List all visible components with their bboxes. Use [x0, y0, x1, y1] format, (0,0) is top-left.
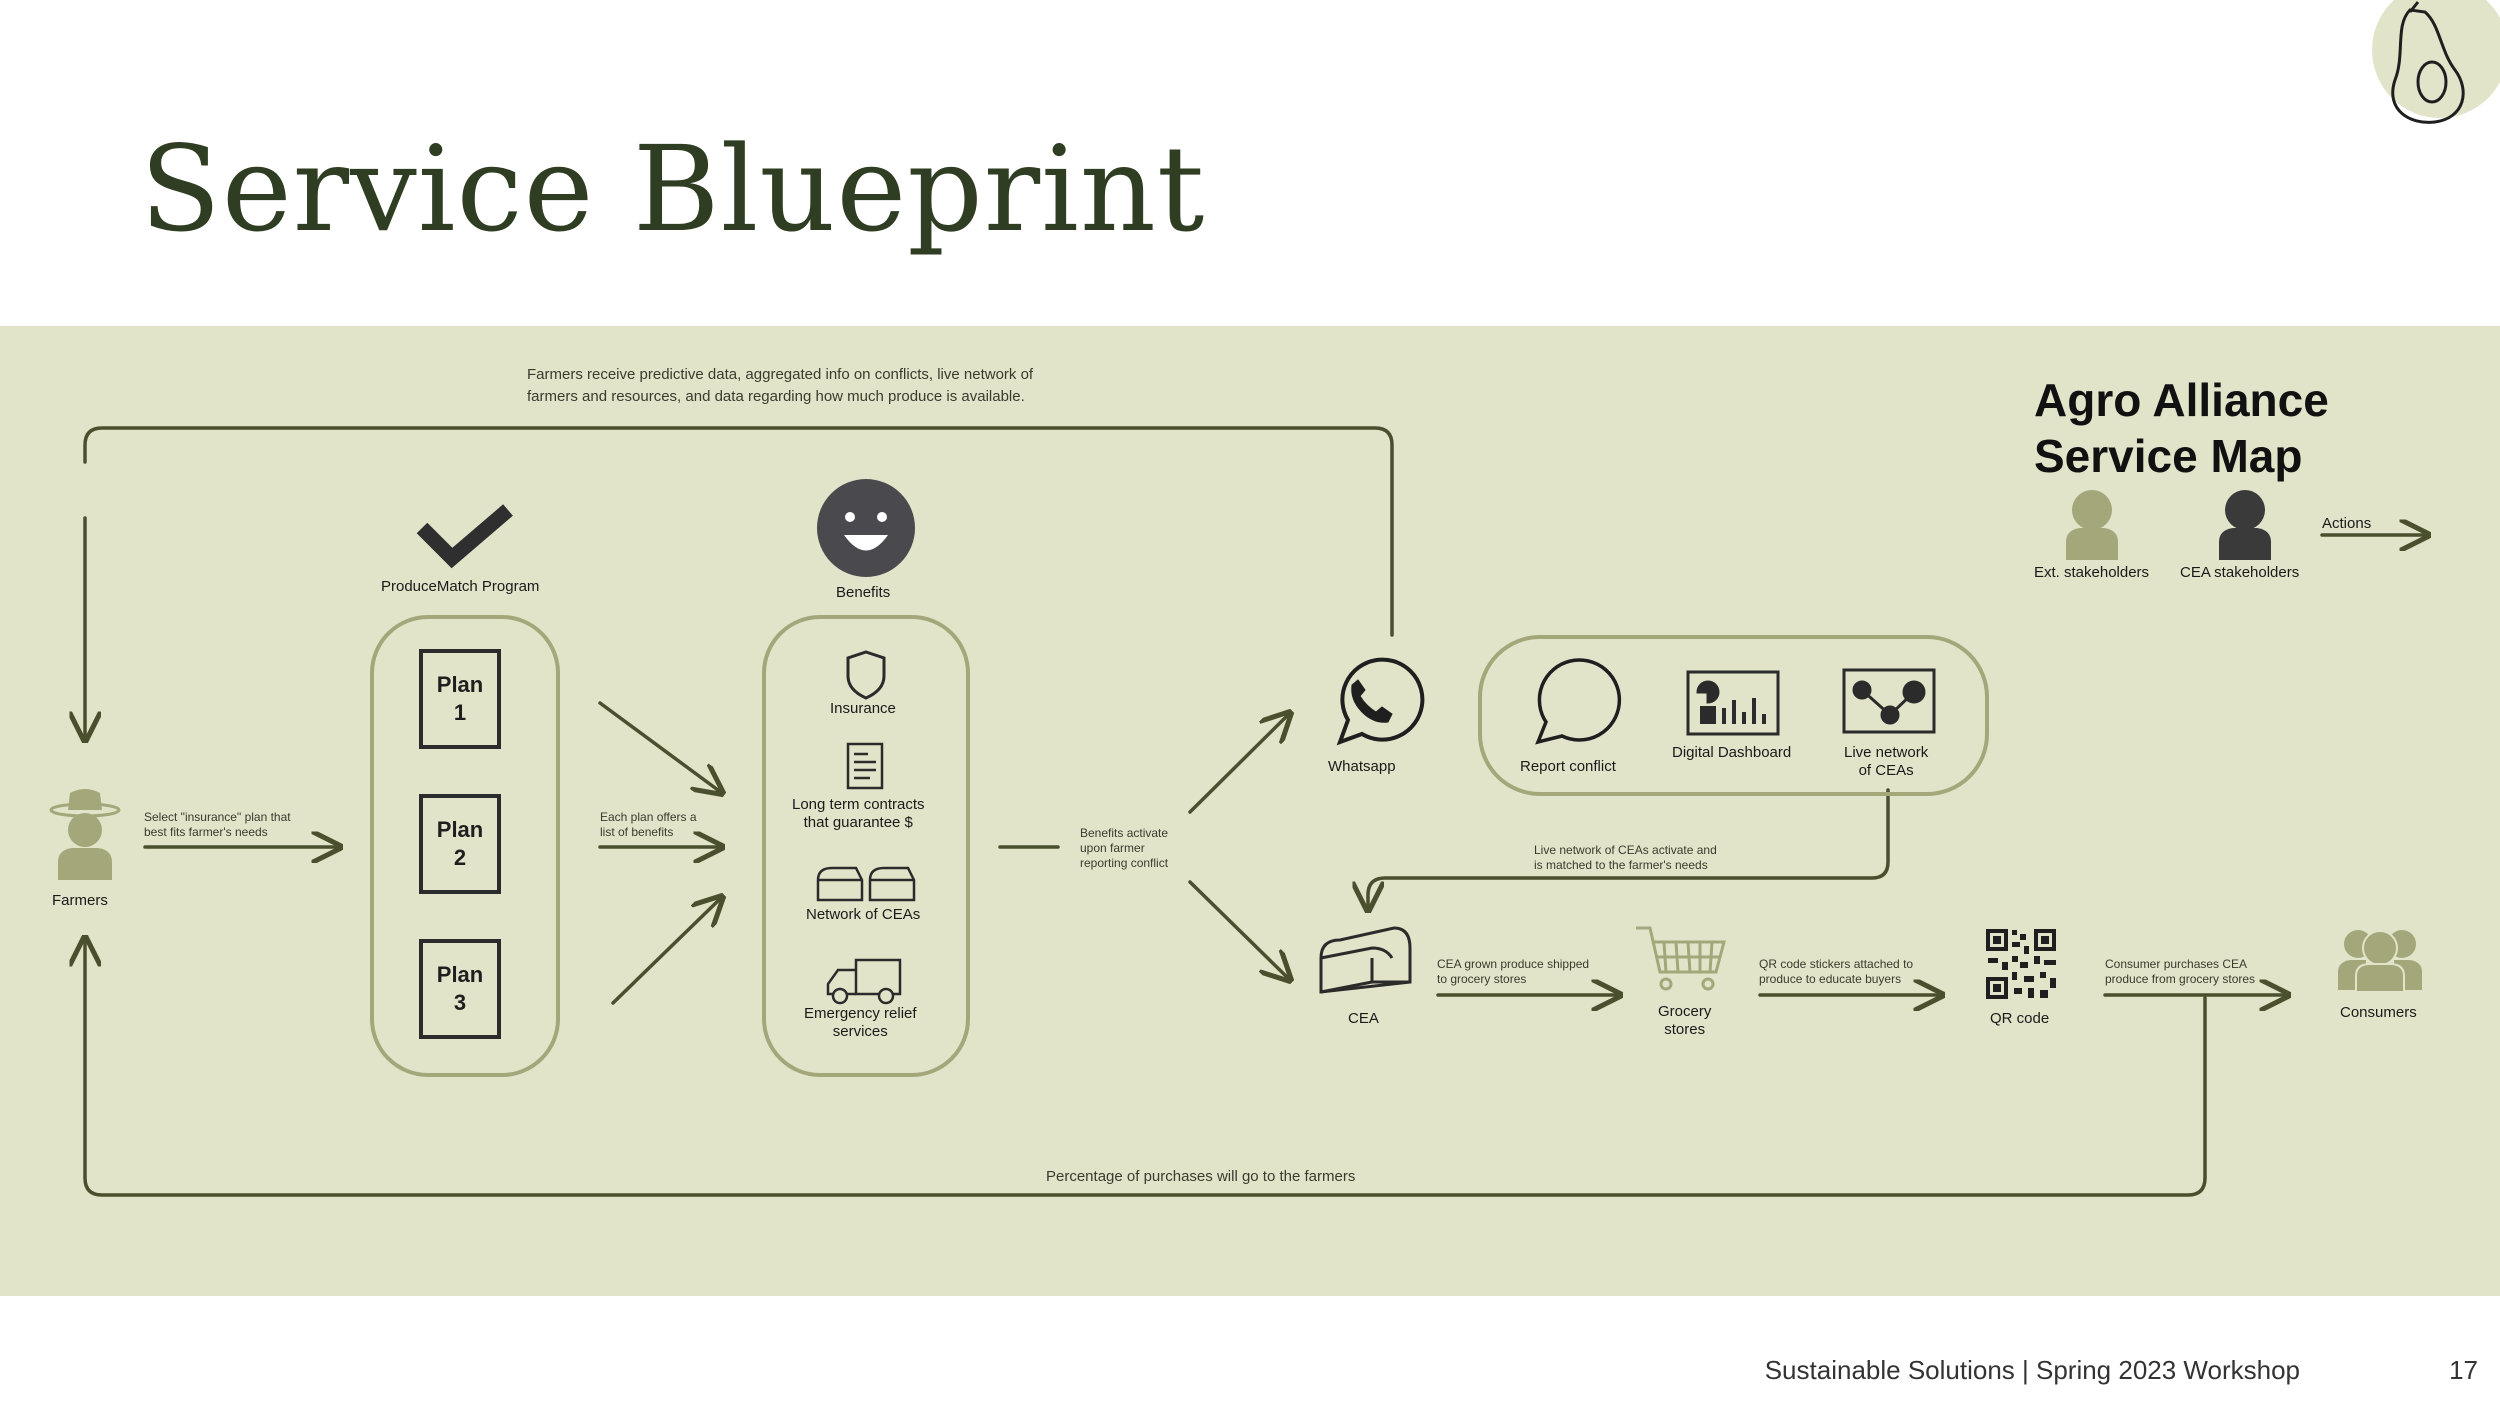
qr-code-label: QR code [1990, 1010, 2050, 1027]
speech-bubble-icon [1535, 658, 1622, 745]
dashboard-icon [1686, 670, 1780, 736]
cea-stakeholder-icon [2219, 490, 2271, 560]
avocado-logo-icon [2372, 0, 2500, 124]
plans-container [370, 615, 560, 1077]
smiley-icon [817, 479, 915, 577]
benefits-container [762, 615, 970, 1077]
blueprint-band [0, 326, 2500, 1296]
grocery-label: Grocery stores [1658, 1003, 1712, 1038]
farmers-label: Farmers [52, 892, 108, 909]
feedback-line-bottom [85, 938, 2207, 1197]
shopping-cart-icon [1636, 926, 1726, 991]
line-live-network [1368, 788, 1890, 910]
top-feedback-note: Farmers receive predictive data, aggrega… [527, 366, 1034, 405]
benefit-contracts: Long term contracts that guarantee $ [792, 796, 925, 831]
digital-dashboard-label: Digital Dashboard [1672, 744, 1792, 761]
legend-cea-label: CEA stakeholders [2180, 564, 2300, 581]
arrow-plan1 [598, 701, 722, 793]
select-plan-note: Select "insurance" plan that best fits f… [144, 810, 291, 839]
whatsapp-label: Whatsapp [1328, 758, 1396, 775]
cea-label: CEA [1348, 1010, 1379, 1027]
shipped-note: CEA grown produce shipped to grocery sto… [1437, 957, 1590, 986]
arrow-to-cea [1188, 880, 1290, 980]
live-network-note: Live network of CEAs activate and is mat… [1534, 843, 1717, 872]
arrow-to-whatsapp [1188, 713, 1290, 814]
benefit-emergency: Emergency relief services [804, 1005, 917, 1040]
farmer-icon [49, 789, 121, 880]
percentage-note: Percentage of purchases will go to the f… [1046, 1168, 1356, 1185]
arrow-plan3 [611, 897, 722, 1005]
whatsapp-features-container [1478, 635, 1989, 796]
report-conflict-label: Report conflict [1520, 758, 1616, 775]
cea-greenhouse-icon [1319, 926, 1412, 994]
each-plan-note: Each plan offers a list of benefits [600, 810, 697, 839]
page-title: Service Blueprint [140, 120, 1206, 258]
greenhouse-pair-icon [816, 866, 916, 902]
benefit-network: Network of CEAs [806, 906, 921, 923]
consumer-purchase-note: Consumer purchases CEA produce from groc… [2105, 957, 2256, 986]
live-network-label: Live network of CEAs [1844, 744, 1929, 779]
feedback-line-top [83, 426, 1394, 637]
consumers-icon [2338, 930, 2422, 993]
legend-ext-label: Ext. stakeholders [2034, 564, 2150, 581]
plan-1-box: Plan 1 [419, 649, 501, 749]
footer-text: Sustainable Solutions | Spring 2023 Work… [1764, 1355, 2300, 1385]
checkmark-icon [416, 504, 513, 569]
shield-icon [846, 650, 886, 700]
qr-code-icon [1986, 929, 2056, 999]
page-number: 17 [2449, 1355, 2478, 1385]
qr-sticker-note: QR code stickers attached to produce to … [1759, 957, 1914, 986]
document-icon [846, 742, 884, 790]
network-icon [1842, 668, 1936, 734]
plan-3-box: Plan 3 [419, 939, 501, 1039]
whatsapp-icon [1336, 657, 1425, 746]
benefit-insurance: Insurance [830, 700, 896, 717]
activate-note: Benefits activate upon farmer reporting … [1080, 826, 1169, 870]
plan-2-box: Plan 2 [419, 794, 501, 894]
producematch-label: ProduceMatch Program [381, 578, 540, 595]
ext-stakeholder-icon [2066, 490, 2118, 560]
consumers-label: Consumers [2340, 1004, 2417, 1021]
truck-icon [826, 958, 902, 1005]
benefits-label: Benefits [836, 584, 891, 601]
service-map-title: Agro Alliance Service Map [2034, 374, 2329, 482]
legend-actions-label: Actions [2322, 515, 2372, 532]
